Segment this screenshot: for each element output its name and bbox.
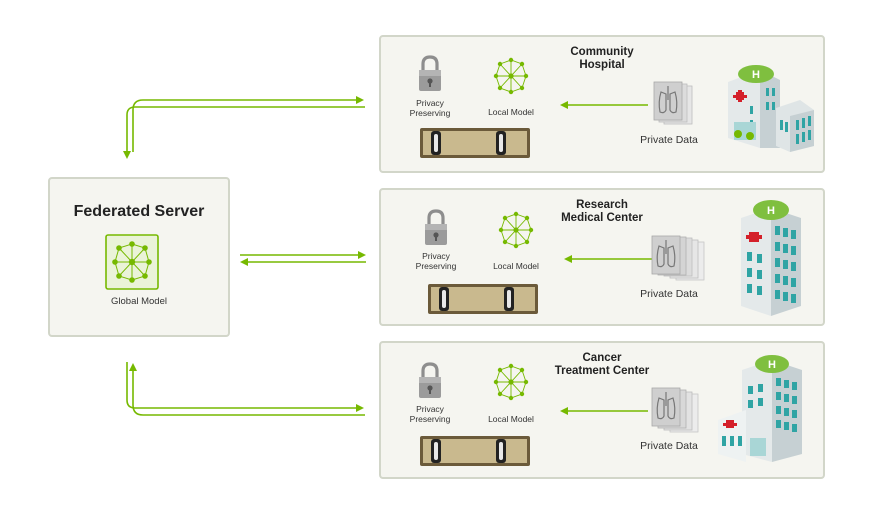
neural-network-icon [493,57,529,95]
medical-scan-icon [653,81,693,125]
svg-text:H: H [752,69,760,81]
gpu-server-icon [420,128,530,158]
local-model-label: Local Model [488,414,534,424]
arrow-to-community [132,96,364,152]
federated-server-box: Federated Server Global Model [48,177,230,337]
server-title: Federated Server [73,203,205,220]
local-model-label: Local Model [488,107,534,117]
private-data-label: Private Data [640,288,698,300]
medical-scan-icon [651,235,705,281]
padlock-icon [419,55,441,91]
gpu-server-icon [428,284,538,314]
privacy-label-line2: Preserving [409,108,451,118]
site-title-line1: Community [570,46,634,58]
site-title-line1: Cancer [582,352,622,364]
privacy-label-line1: Privacy [422,251,450,261]
hospital-building-icon: H [728,65,814,152]
arrow-data-to-model-cancer [560,407,648,415]
gpu-server-icon [420,436,530,466]
arrow-from-cancer [129,363,365,416]
padlock-icon [419,362,441,398]
hospital-building-icon: H [718,355,802,462]
svg-text:H: H [768,359,776,371]
site-title-line2: Medical Center [561,212,643,224]
privacy-label-line1: Privacy [416,98,444,108]
local-model-label: Local Model [493,261,539,271]
private-data-label: Private Data [640,440,698,452]
site-title-line2: Treatment Center [554,365,650,377]
padlock-icon [425,209,447,245]
medical-scan-icon [651,387,699,433]
arrow-data-to-model-research [564,255,652,263]
private-data-label: Private Data [640,134,698,146]
privacy-label-line2: Preserving [409,414,451,424]
global-model-label: Global Model [111,296,167,307]
site-title-line2: Hospital [579,59,625,71]
site-title-line1: Research [576,199,628,211]
svg-text:H: H [767,205,775,217]
arrow-data-to-model-community [560,101,648,109]
global-model-icon [105,234,159,290]
privacy-label-line2: Preserving [415,261,457,271]
hospital-building-icon: H [741,200,801,316]
neural-network-icon [498,211,534,249]
arrow-to-cancer [126,362,364,412]
neural-network-icon [493,363,529,401]
arrow-from-community [123,106,365,159]
privacy-label-line1: Privacy [416,404,444,414]
